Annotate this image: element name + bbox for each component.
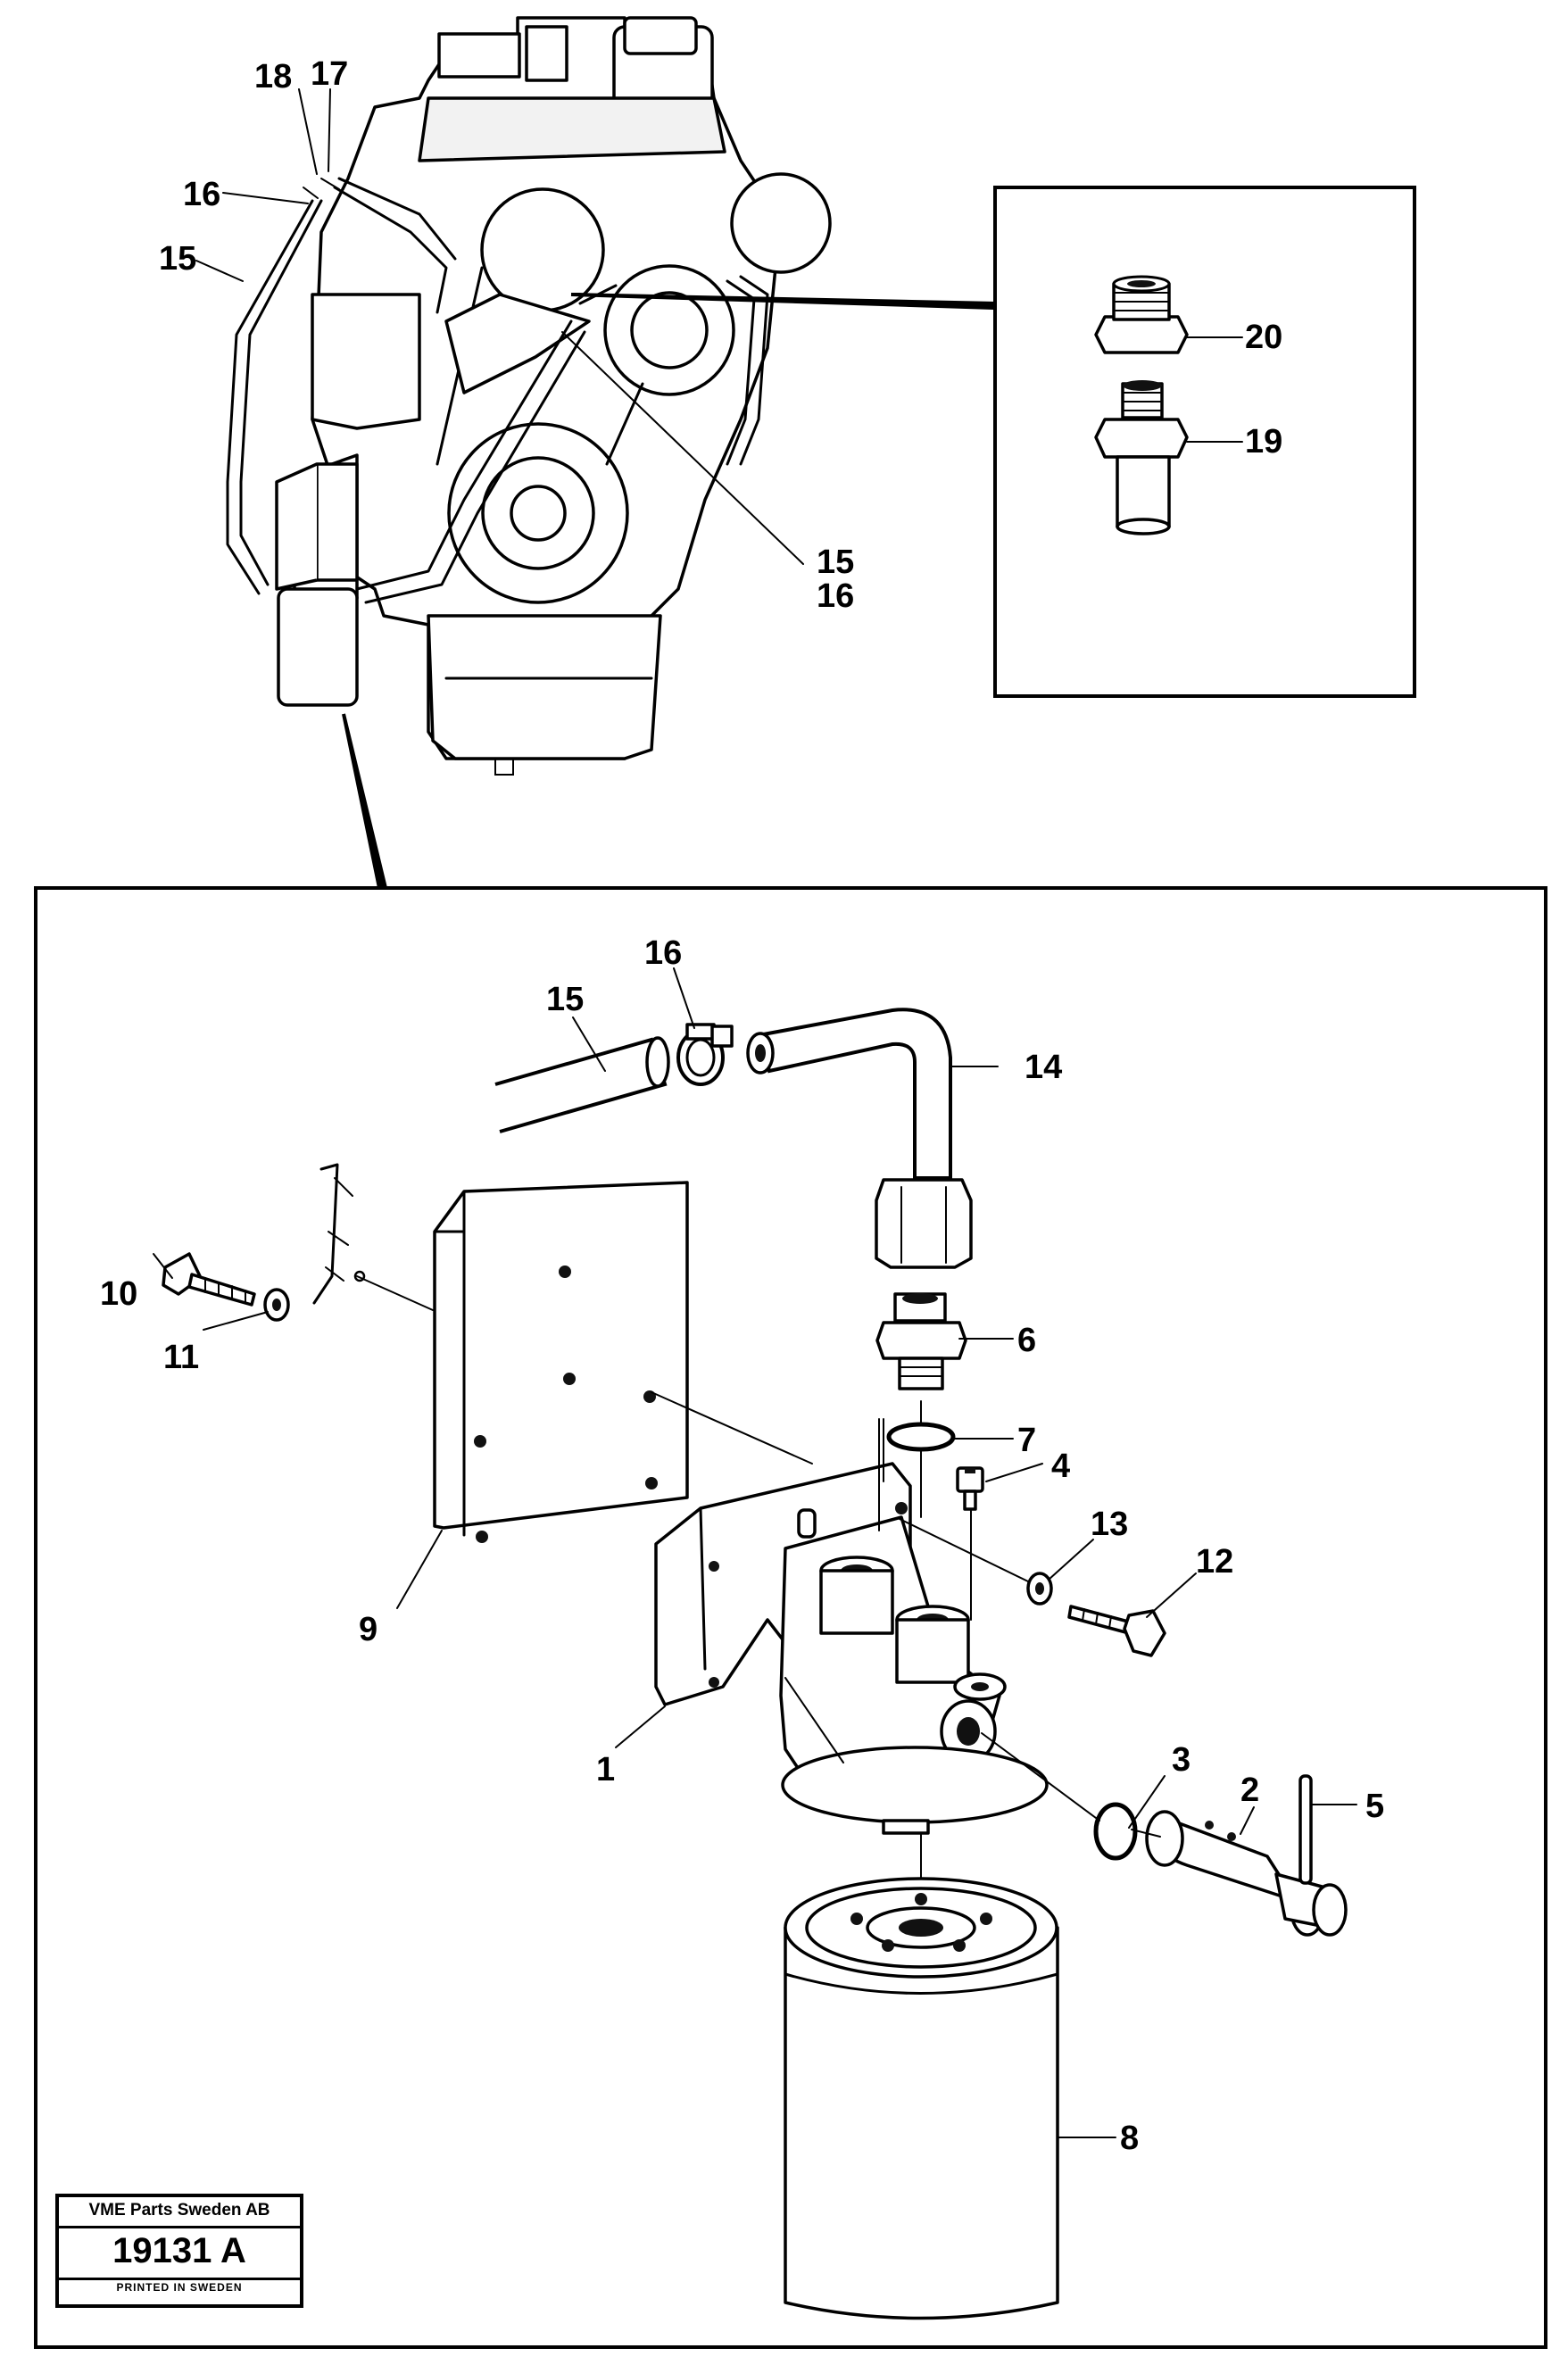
part-19-adapter-nipple [1094,380,1189,535]
callout-18-engine: 18 [254,58,292,95]
callout-10: 10 [100,1275,137,1313]
callout-9: 9 [359,1611,377,1648]
callout-15-engine: 15 [159,240,196,278]
inset-panel: 20 19 [993,186,1416,698]
callout-20: 20 [1245,319,1282,356]
callout-11: 11 [163,1339,199,1376]
callout-5: 5 [1365,1788,1384,1825]
stamp-drawing-number: 19131 A [112,2231,246,2270]
callout-15-engine-right: 15 [817,544,854,581]
stamp-divider [59,2226,300,2228]
wall-bracket-stub [312,1163,434,1311]
callout-16: 16 [644,934,682,972]
title-stamp: VME Parts Sweden AB 19131 A PRINTED IN S… [55,2194,303,2308]
detail-panel-frame [34,886,1547,2349]
part-9-mounting-plate [433,1181,689,1543]
part-8-oil-filter [784,1877,1059,2320]
stamp-company: VME Parts Sweden AB [88,2201,270,2220]
engine-overview [226,16,832,776]
part-5-pin [1298,1774,1313,1885]
part-10-bolt [162,1252,256,1307]
stamp-printed: PRINTED IN SWEDEN [116,2281,243,2294]
part-15-hose [494,1036,670,1133]
part-16-hose-clamp [676,1023,734,1086]
callout-16-engine-right: 16 [817,577,854,615]
callout-15: 15 [546,981,584,1018]
callout-19: 19 [1245,423,1282,461]
callout-1: 1 [596,1751,615,1788]
part-4-screw [956,1466,984,1511]
callout-17-engine: 17 [311,55,348,93]
callout-14: 14 [1025,1049,1062,1086]
callout-2: 2 [1240,1772,1259,1809]
stamp-divider [59,2278,300,2280]
callout-13: 13 [1091,1506,1128,1543]
part-1-filter-head [654,1462,1049,1835]
callout-3: 3 [1172,1741,1191,1779]
part-20-union-nut [1094,275,1189,354]
callout-6: 6 [1017,1322,1036,1359]
part-2-valve-pin [1145,1810,1348,1937]
detail-pointer [342,713,388,890]
callout-4: 4 [1051,1448,1070,1485]
part-14-bent-pipe [746,1008,973,1269]
part-11-washer [263,1288,290,1322]
callout-12: 12 [1196,1543,1233,1581]
callout-8: 8 [1120,2120,1139,2157]
callout-7: 7 [1017,1422,1036,1459]
part-3-o-ring [1093,1802,1138,1861]
callout-16-engine: 16 [183,176,220,213]
part-13-washer [1026,1572,1053,1606]
part-7-o-ring [886,1422,956,1452]
part-6-fitting [875,1292,967,1390]
